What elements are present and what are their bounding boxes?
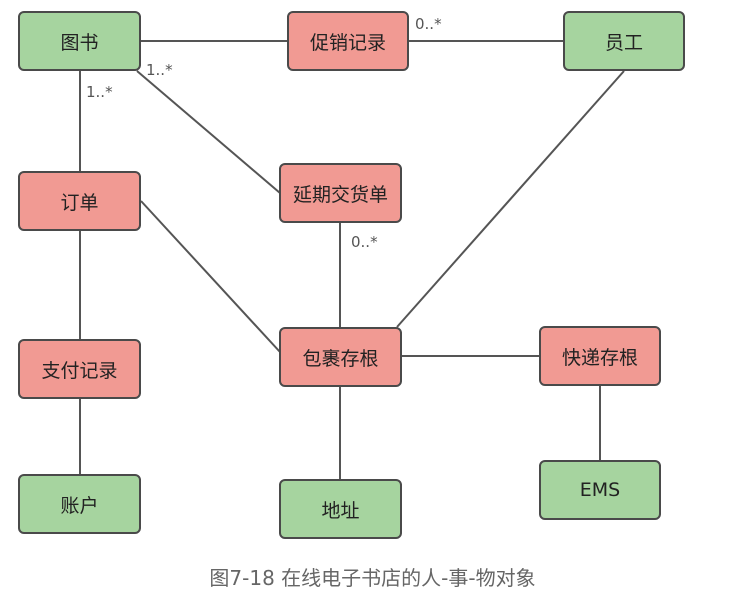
node-express-stub: 快递存根 [539,326,661,386]
node-address: 地址 [279,479,402,539]
node-package-stub: 包裹存根 [279,327,402,387]
edge-order-package [140,200,281,353]
figure-caption: 图7-18 在线电子书店的人-事-物对象 [209,566,536,590]
node-book: 图书 [18,11,141,71]
multiplicity-book-order: 1..* [86,83,113,101]
diagram-connectors [79,40,625,479]
node-delayed-delivery: 延期交货单 [279,163,402,223]
multiplicity-delayed-package: 0..* [351,233,378,251]
multiplicity-promotion-employee: 0..* [415,15,442,33]
multiplicity-book-delayed: 1..* [146,61,173,79]
node-ems: EMS [539,460,661,520]
node-promotion-record: 促销记录 [287,11,409,71]
edge-book-delayed [136,70,281,194]
node-account: 账户 [18,474,141,534]
node-order: 订单 [18,171,141,231]
edge-employee-package [396,70,625,328]
node-employee: 员工 [563,11,685,71]
node-payment-record: 支付记录 [18,339,141,399]
